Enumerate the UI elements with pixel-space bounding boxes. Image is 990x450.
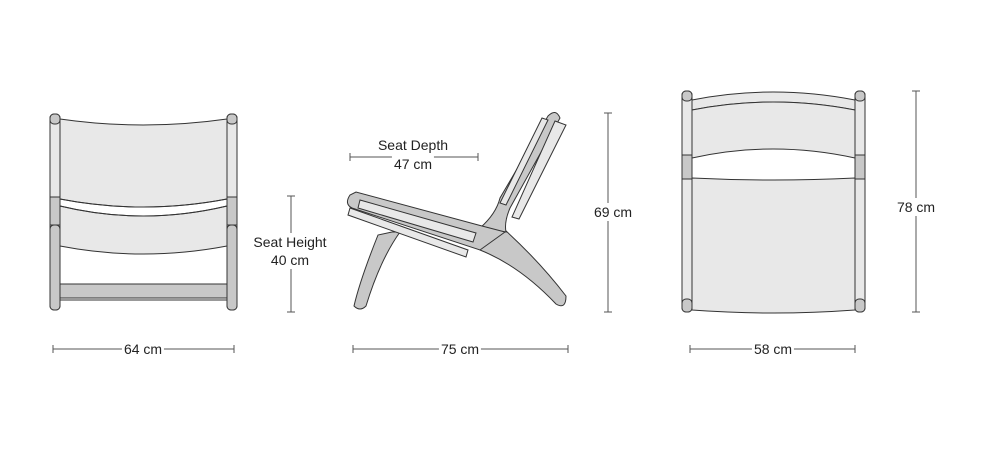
- side-depth-label: 75 cm: [438, 340, 482, 358]
- side-front-leg: [353, 231, 401, 310]
- side-rear-leg: [469, 227, 567, 307]
- front-width-label: 64 cm: [121, 340, 165, 358]
- side-view-chair: [346, 112, 567, 310]
- back-view-chair: [681, 90, 866, 314]
- side-seat-fabric-bottom: [347, 207, 469, 258]
- front-seat-fabric: [59, 205, 228, 255]
- back-right-post: [854, 90, 866, 313]
- back-width-label: 58 cm: [751, 340, 795, 358]
- seat-height-label: Seat Height 40 cm: [251, 233, 329, 269]
- seat-depth-title: Seat Depth: [377, 137, 449, 153]
- back-backrest-fabric: [691, 101, 856, 159]
- front-backrest-fabric: [59, 118, 228, 208]
- side-backrest-fabric: [499, 117, 567, 220]
- seat-depth-value: 47 cm: [391, 155, 435, 173]
- side-seat-fabric-top: [357, 199, 477, 243]
- seat-height-title: Seat Height: [253, 234, 327, 250]
- front-crossbar: [59, 283, 228, 299]
- front-view-chair: [49, 113, 238, 311]
- back-height-label: 78 cm: [894, 198, 938, 216]
- side-height-label: 69 cm: [591, 203, 635, 221]
- back-left-post: [681, 90, 693, 313]
- seat-height-value: 40 cm: [270, 252, 310, 268]
- back-seat-fabric: [691, 177, 856, 314]
